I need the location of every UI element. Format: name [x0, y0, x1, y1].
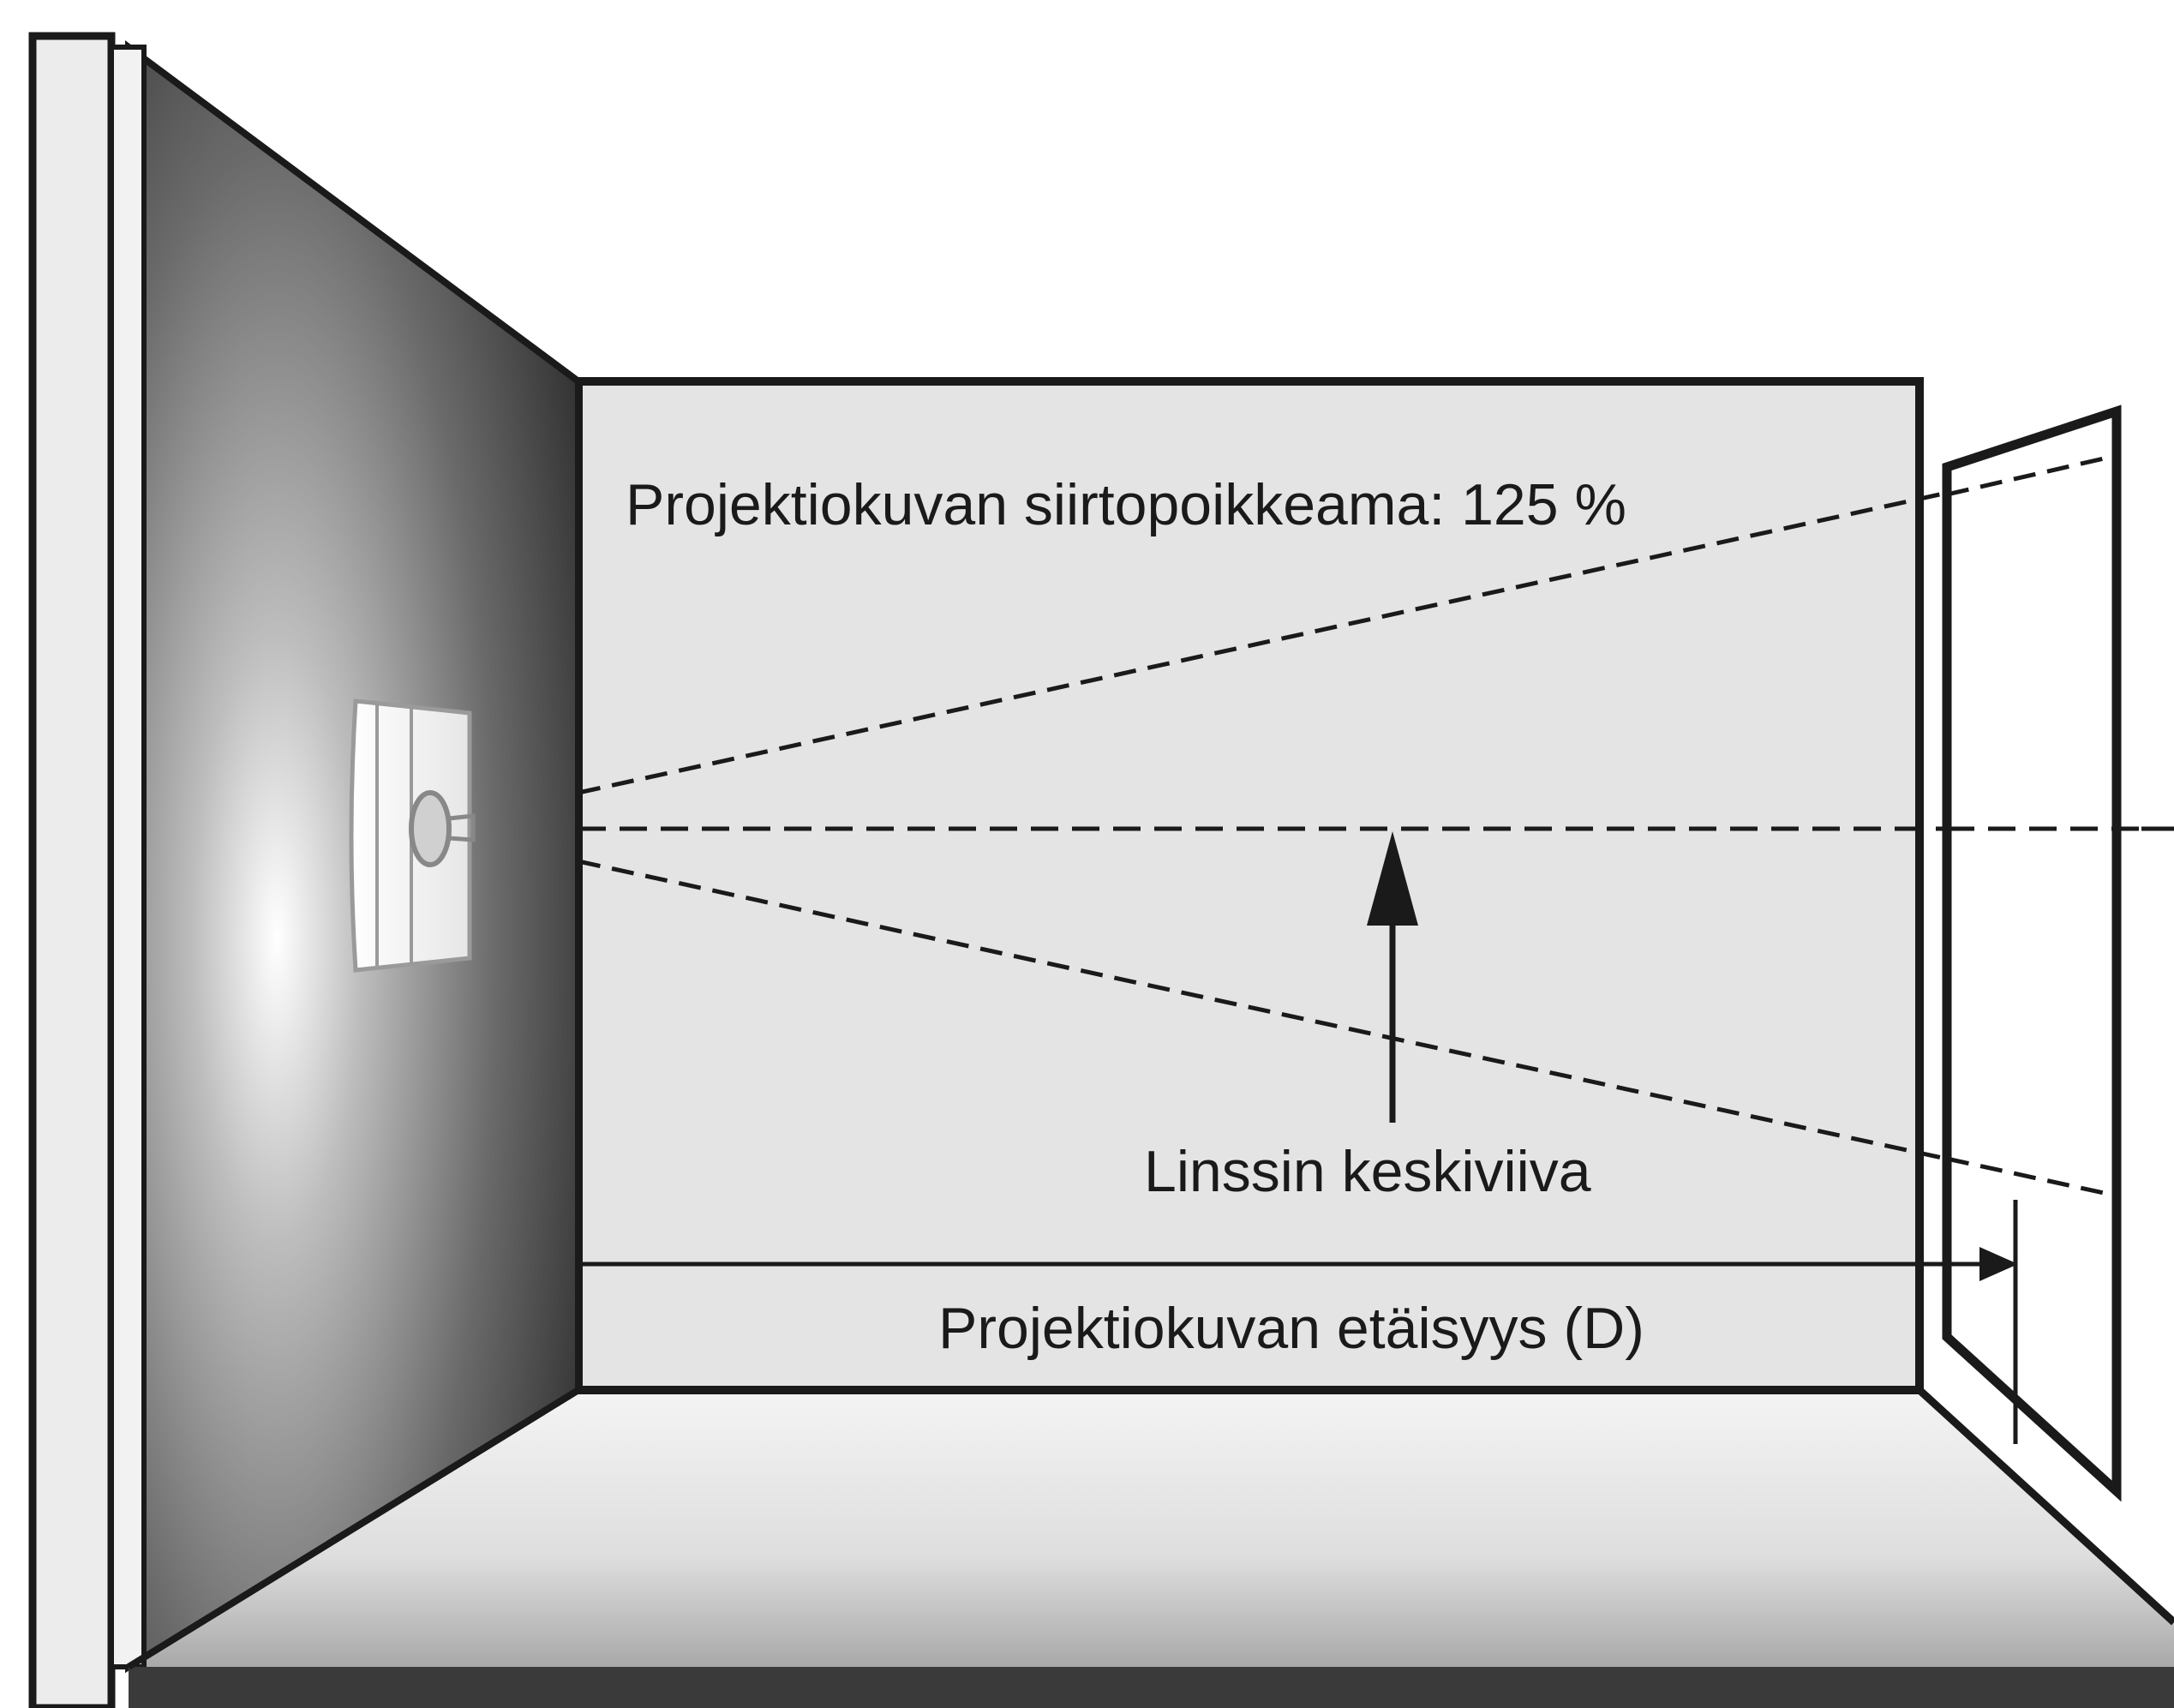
projection-screen: [1942, 405, 2122, 1502]
wall-pillar-inner: [109, 45, 147, 1669]
offset-label: Projektiokuvan siirtopoikkeama: 125 %: [626, 472, 1626, 537]
wall-pillar: [28, 32, 116, 1708]
distance-label: Projektiokuvan etäisyys (D): [938, 1296, 1644, 1361]
lens-center-label: Linssin keskiviiva: [1144, 1139, 1591, 1204]
beam-upper-line: [578, 456, 2105, 795]
floor: [129, 1390, 2174, 1667]
distance-arrow: [578, 1200, 2018, 1444]
beam-lower-line: [578, 859, 2105, 1196]
floor-edge-left: [126, 1387, 581, 1670]
floor-edge-right: [1916, 1387, 2174, 1626]
lens-center-arrow: [1367, 831, 1418, 1123]
beam-upper-on-screen: [1946, 456, 2105, 497]
floor-base: [129, 1667, 2174, 1708]
beam-lower-on-screen: [1946, 1156, 2105, 1196]
projector-icon: [349, 698, 476, 973]
